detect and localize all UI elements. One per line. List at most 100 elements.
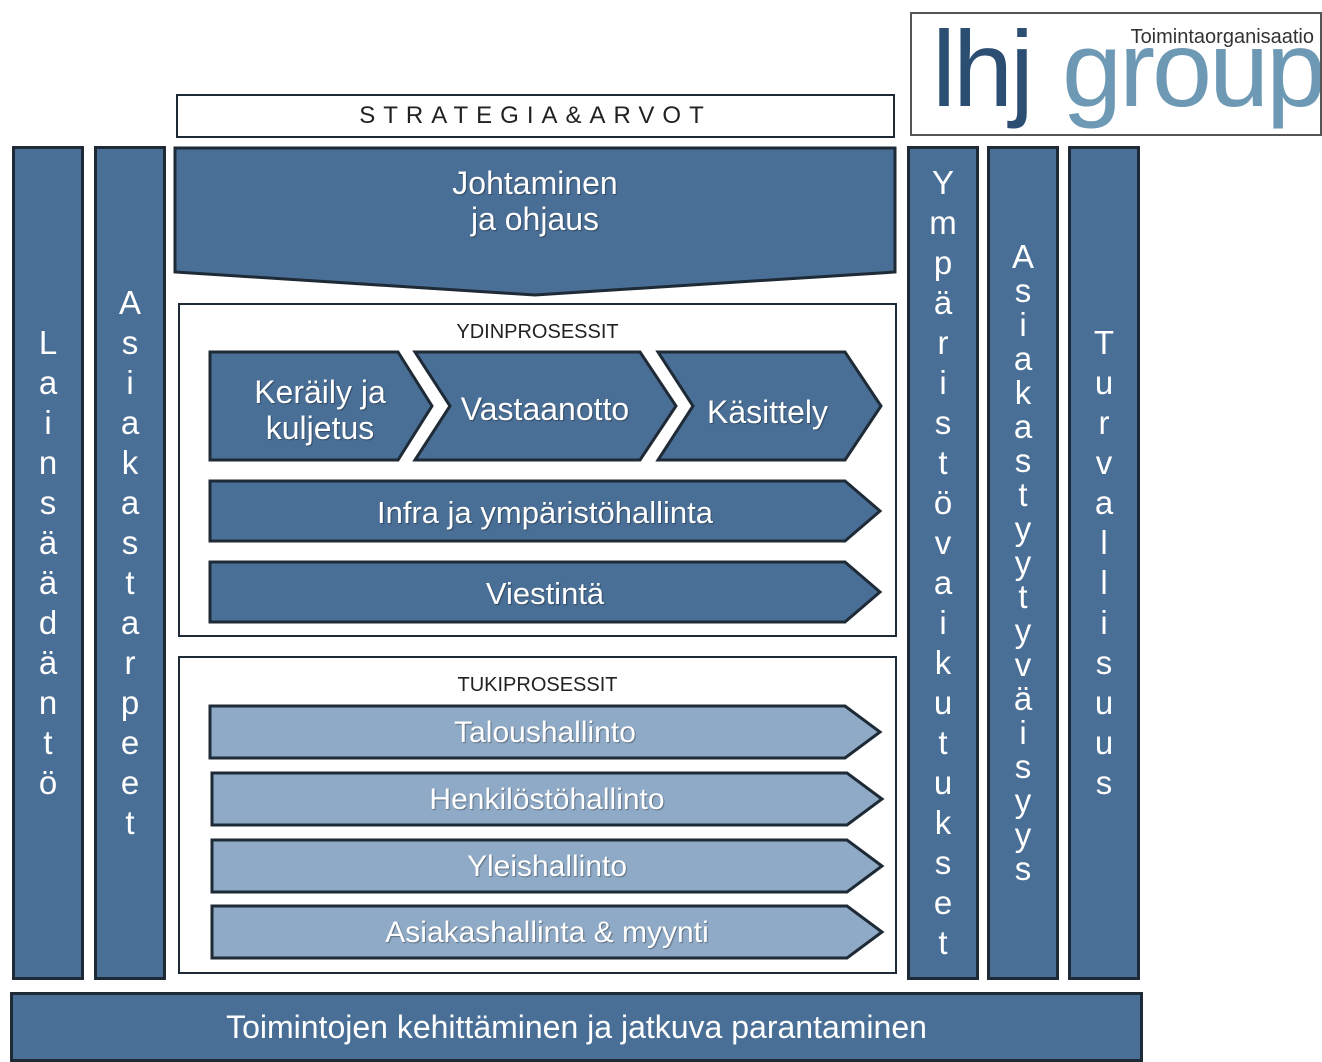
pillar-letter: t	[938, 724, 948, 761]
management-shape	[173, 146, 897, 297]
chevron-kerailly	[208, 350, 434, 462]
pillar-letter: ä	[1013, 680, 1033, 717]
bar-viestinta	[208, 560, 883, 624]
pillar-letter: n	[38, 444, 58, 481]
bar-yleishallinto	[210, 838, 885, 894]
pillar-letter: l	[1100, 524, 1108, 561]
lhj-group-logo: Toimintaorganisaatio lhj group	[910, 12, 1322, 136]
pillar-letter: r	[1098, 404, 1110, 441]
pillar-letter: y	[1014, 816, 1032, 853]
pillar-letter: v	[1095, 444, 1113, 481]
core-processes-title: YDINPROSESSIT	[456, 321, 619, 343]
logo-group-text: group	[1062, 12, 1322, 129]
pillar-letter: L	[38, 324, 58, 361]
pillar-letter: e	[120, 764, 140, 801]
pillar-letter: u	[1094, 684, 1114, 721]
bar-label-taloushallinto: Taloushallinto	[454, 716, 636, 749]
pillar-letter: y	[1014, 612, 1032, 649]
pillar-letter: t	[43, 724, 53, 761]
pillar-letter: e	[120, 724, 140, 761]
pillar-letter: i	[1100, 604, 1108, 641]
pillar-letter: ä	[38, 644, 58, 681]
continuous-improvement-bar: Toimintojen kehittäminen ja jatkuva para…	[10, 992, 1143, 1062]
pillar-letter: u	[933, 684, 953, 721]
kasittely-line1: Käsittely	[707, 394, 828, 430]
pillar-letter: y	[1014, 510, 1032, 547]
pillar-letter: r	[124, 644, 136, 681]
pillar-letter: s	[39, 484, 57, 521]
support-processes-title: TUKIPROSESSIT	[457, 674, 618, 696]
pillar-letter: s	[1014, 850, 1032, 887]
pillar-letter: m	[929, 204, 957, 241]
pillar-letter: v	[934, 524, 952, 561]
pillar-letter: ö	[933, 484, 953, 521]
pillar-letter: i	[44, 404, 52, 441]
pillar-letter: a	[120, 484, 140, 521]
pillar-letter: a	[1013, 340, 1033, 377]
pillar-letter: a	[38, 364, 58, 401]
pillar-letter: n	[38, 684, 58, 721]
pillar-letter: ä	[38, 524, 58, 561]
pillar-letter: y	[1014, 782, 1032, 819]
pillar-letter: i	[939, 364, 947, 401]
bar-henkilostohallinto	[210, 771, 885, 827]
pillar-letter: y	[1014, 544, 1032, 581]
chevron-label-kasittely: Käsittely	[680, 394, 855, 430]
pillar-letter: u	[933, 764, 953, 801]
bar-asiakashallinta	[210, 904, 885, 960]
bar-label-asiakashallinta: Asiakashallinta & myynti	[385, 916, 709, 949]
pillar-letter: u	[1094, 364, 1114, 401]
pillar-letter: a	[933, 564, 953, 601]
pillar-letter: k	[934, 644, 952, 681]
pillar-letter: s	[121, 524, 139, 561]
logo-lhj-text: lhj	[932, 12, 1034, 129]
kerailly-line1: Keräily ja	[254, 374, 386, 410]
pillar-letter: a	[120, 404, 140, 441]
pillar-letter: s	[1095, 644, 1113, 681]
pillar-letter: ä	[933, 284, 953, 321]
bar-infra	[208, 479, 883, 543]
pillar-letter: v	[1014, 646, 1032, 683]
chevron-label-vastaanotto: Vastaanotto	[440, 391, 650, 427]
pillar-letter: t	[938, 444, 948, 481]
pillar-letter: p	[933, 244, 953, 281]
pillar-letter: s	[1014, 442, 1032, 479]
pillar-letter: a	[1013, 408, 1033, 445]
chevron-vastaanotto	[412, 350, 678, 462]
chevron-label-kerailly: Keräily ja kuljetus	[215, 374, 425, 446]
pillar-letter: i	[1019, 306, 1027, 343]
pillar-letter: t	[938, 924, 948, 961]
pillar-letter: ä	[38, 564, 58, 601]
pillar-letter: t	[1018, 578, 1028, 615]
logo-subtitle: Toimintaorganisaatio	[1130, 26, 1314, 48]
management-line2: ja ohjaus	[470, 201, 600, 237]
pillar-letter: l	[1100, 564, 1108, 601]
pillar-letter: p	[120, 684, 140, 721]
bar-label-yleishallinto: Yleishallinto	[466, 850, 628, 883]
chevron-kasittely	[655, 350, 883, 462]
strategy-header: STRATEGIA&ARVOT	[176, 94, 895, 138]
pillar-letter: s	[934, 404, 952, 441]
pillar-letter: t	[125, 804, 135, 841]
management-label: Johtaminen ja ohjaus	[330, 165, 740, 237]
pillar-letter: e	[933, 884, 953, 921]
pillar-letter: T	[1093, 324, 1115, 361]
pillar-letter: A	[118, 284, 141, 321]
pillar-letter: Y	[931, 164, 954, 201]
pillar-letter: a	[120, 604, 140, 641]
pillar-letter: s	[1014, 748, 1032, 785]
pillar-letter: s	[934, 844, 952, 881]
pillar-letter: ö	[38, 764, 58, 801]
pillar-letter: k	[1014, 374, 1032, 411]
